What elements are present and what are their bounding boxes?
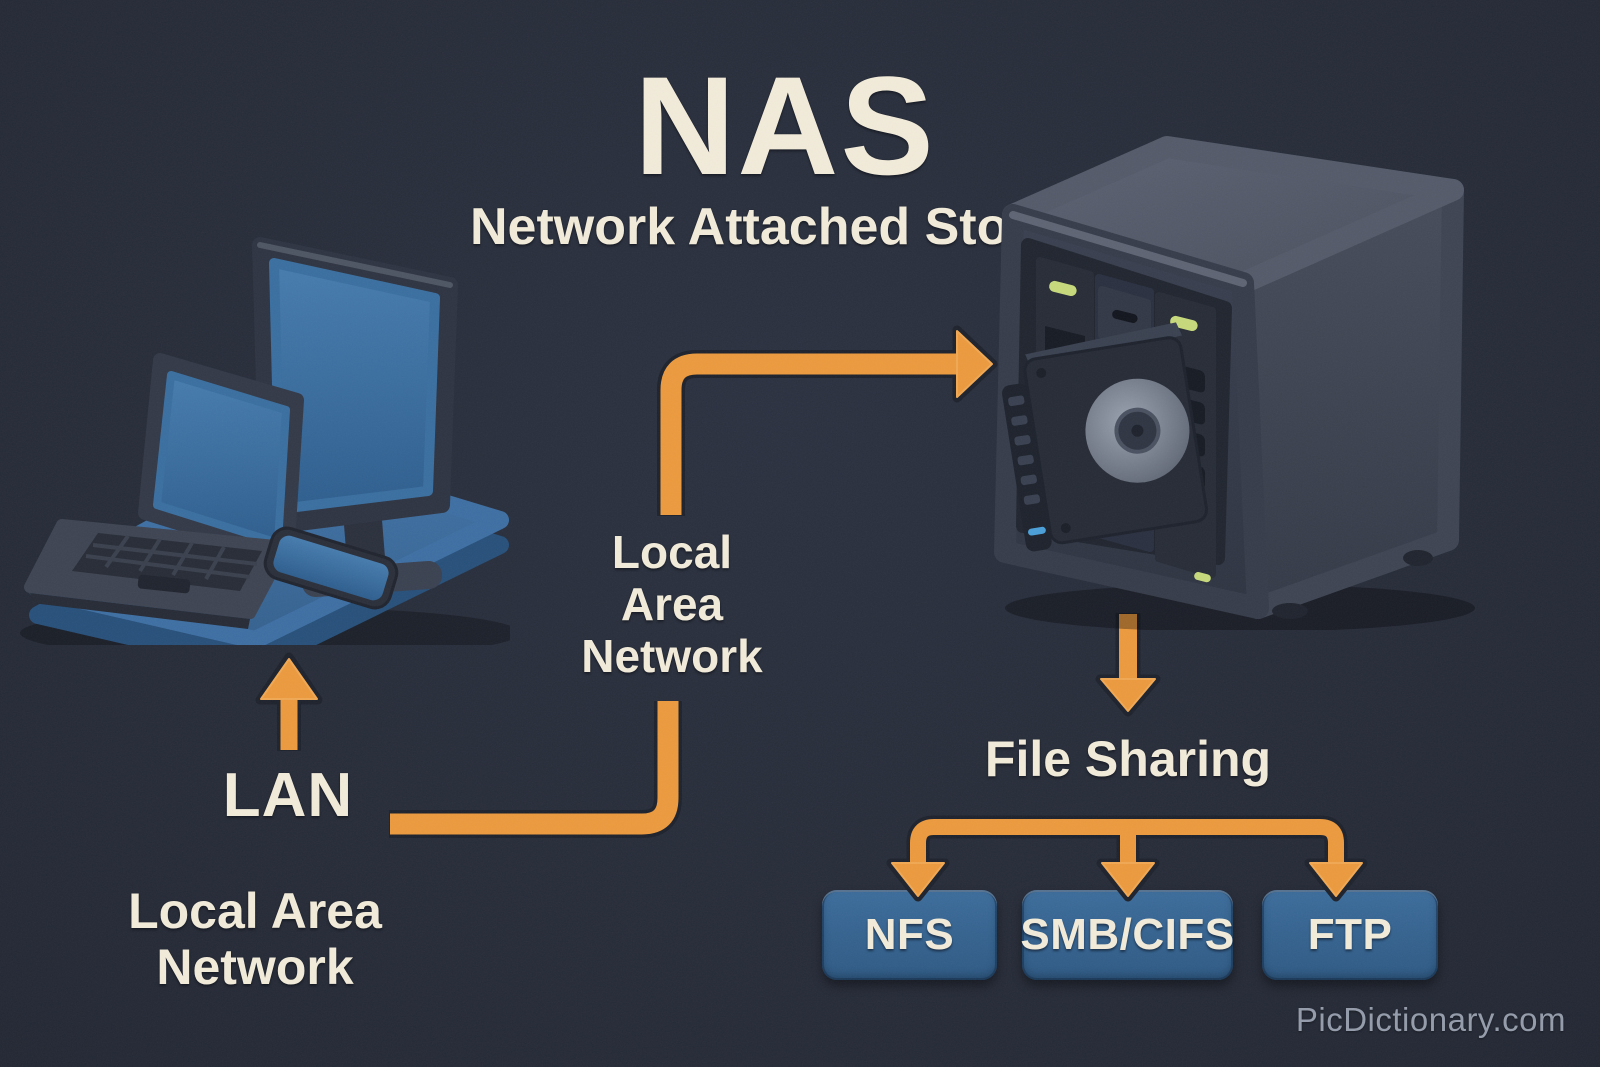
hard-drive bbox=[1002, 322, 1209, 552]
client-devices-illustration bbox=[20, 237, 510, 645]
nas-foot bbox=[1272, 603, 1308, 619]
arrow-lan-to-nas bbox=[660, 330, 993, 515]
lan-label-line3: Network bbox=[581, 630, 763, 682]
nas-foot bbox=[1403, 550, 1433, 566]
laptop bbox=[24, 353, 304, 629]
nas-device-illustration bbox=[994, 136, 1475, 630]
lan-label-line1: Local bbox=[611, 526, 733, 578]
lan-elbow-line bbox=[390, 701, 679, 835]
lan-label-vertical: Local Area Network bbox=[522, 526, 822, 682]
lan-label-line2: Area bbox=[620, 578, 724, 630]
